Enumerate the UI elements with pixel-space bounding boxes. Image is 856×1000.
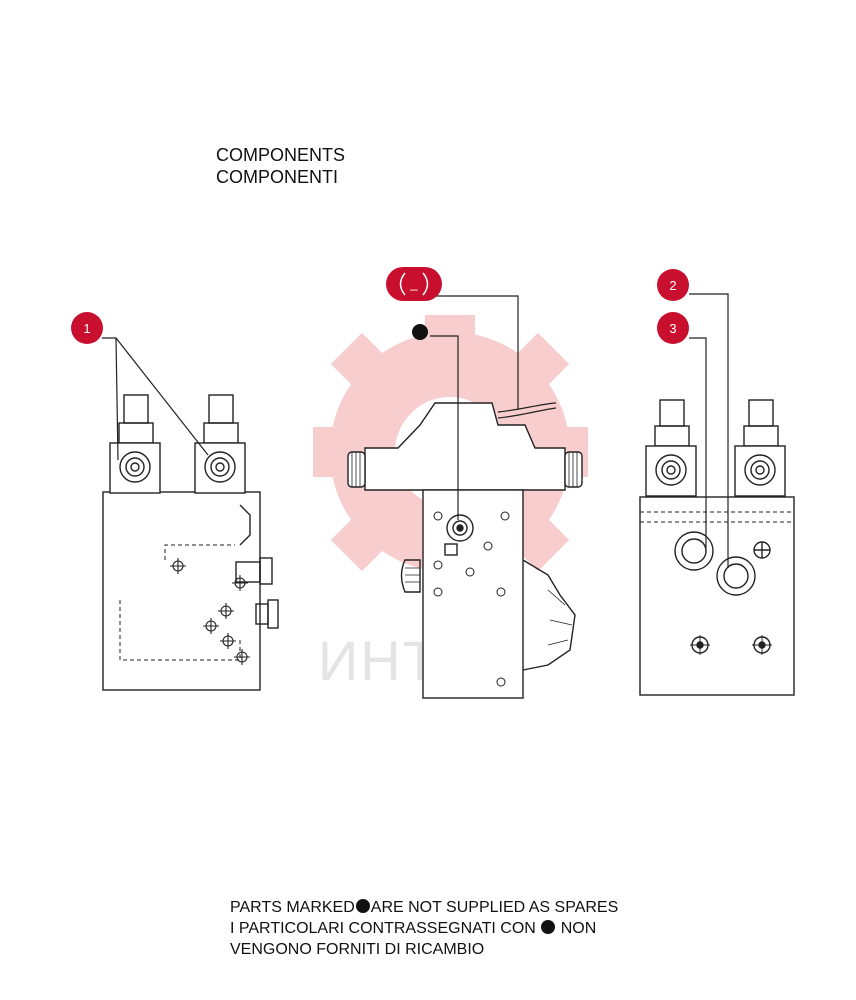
center-solenoid-valve (347, 402, 583, 699)
leader-lines-1 (102, 337, 209, 461)
bullet-marker-icon (355, 899, 370, 913)
right-valve-block (639, 399, 795, 696)
footer-line-1: PARTS MARKED ARE NOT SUPPLIED AS SPARES (230, 897, 618, 918)
callout-top-center: _ (386, 267, 442, 301)
footer-line-1-end: ARE NOT SUPPLIED AS SPARES (370, 899, 619, 916)
svg-text:2: 2 (669, 278, 676, 293)
leader-lines-right (689, 293, 729, 568)
footer-line-2: I PARTICOLARI CONTRASSEGNATI CON NON (230, 918, 618, 939)
footer-line-2-end: NON (560, 920, 597, 937)
footer-line-1-start: PARTS MARKED (230, 899, 355, 916)
title-italian: COMPONENTI (216, 167, 339, 187)
footer-note: PARTS MARKED ARE NOT SUPPLIED AS SPARES I… (230, 897, 618, 960)
callout-2: 2 (657, 269, 689, 301)
page-title: COMPONENTS COMPONENTI (216, 144, 345, 188)
svg-text:3: 3 (669, 321, 676, 336)
svg-text:_: _ (409, 276, 418, 291)
svg-text:1: 1 (83, 321, 90, 336)
title-english: COMPONENTS (216, 145, 346, 165)
left-valve-block (102, 394, 279, 691)
callout-1: 1 (71, 312, 103, 344)
bullet-marker-icon (541, 920, 556, 934)
footer-line-3: VENGONO FORNITI DI RICAMBIO (230, 941, 485, 958)
not-supplied-marker-icon (412, 324, 428, 340)
leader-lines-center (430, 295, 519, 520)
callout-3: 3 (657, 312, 689, 344)
footer-line-2-start: I PARTICOLARI CONTRASSEGNATI CON (230, 920, 536, 937)
